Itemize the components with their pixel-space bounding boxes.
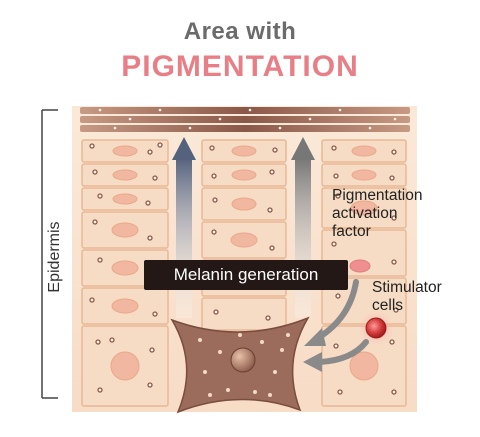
stimulator-cell [358, 310, 394, 346]
stimulator-cells-line-1: Stimulator [372, 279, 442, 296]
epidermis-label: Epidermis [46, 221, 63, 293]
pigmented-top-layer [80, 107, 410, 132]
cell-nuclei [110, 145, 379, 381]
pigmentation-factor-line-3: factor [332, 223, 371, 240]
stimulator-cells-line-2: cells [372, 297, 404, 314]
melanin-generation-label: Melanin generation [144, 260, 348, 290]
epidermis-bracket [41, 109, 58, 399]
melanocyte-cell [170, 316, 310, 414]
diagram-subtitle: PIGMENTATION [121, 50, 359, 83]
pigmentation-factor-label: Pigmentation activation factor [332, 187, 422, 241]
pigmentation-factor-line-2: activation [332, 205, 398, 222]
curved-arrow-icon [315, 279, 369, 365]
stimulator-cells-label: Stimulator cells [372, 279, 442, 315]
pigmentation-factor-line-1: Pigmentation [332, 187, 423, 204]
diagram-title: Area with [183, 18, 297, 45]
curved-arrow-heads [303, 328, 326, 372]
